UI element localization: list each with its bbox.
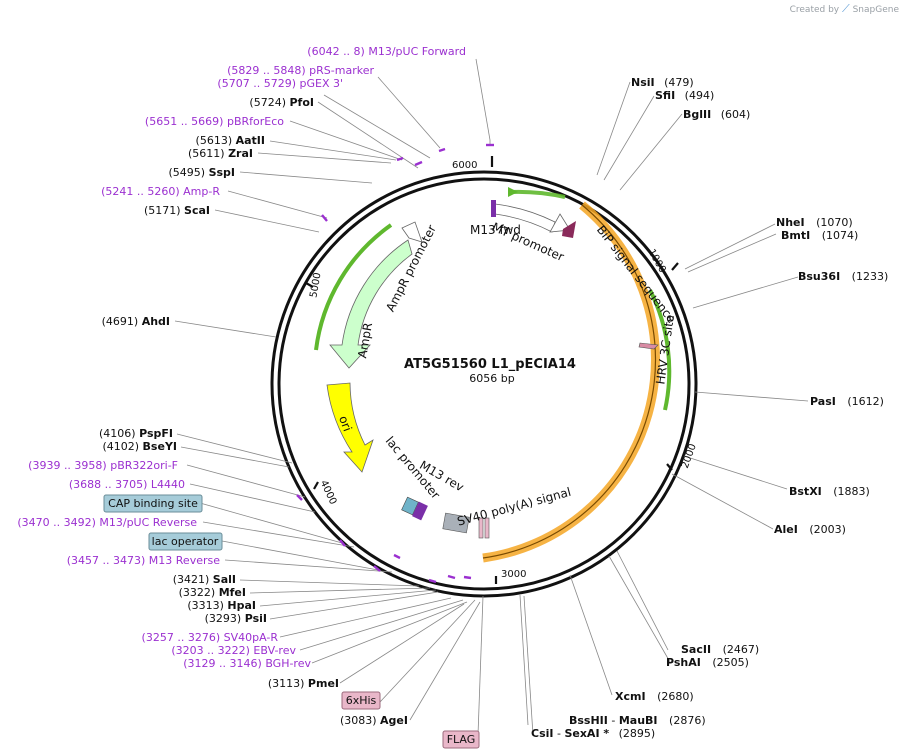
site-bsshii-maubi: BssHII - MauBI (2876) bbox=[569, 714, 706, 727]
site-sali: (3421) SalI bbox=[173, 573, 236, 586]
ori-arrow bbox=[326, 382, 374, 473]
primer-prs-marker: (5829 .. 5848) pRS-marker bbox=[227, 64, 374, 77]
snapgene-credit: Created by ⟋ SnapGene bbox=[790, 2, 899, 16]
site-csii-sexai: CsiI - SexAI * (2895) bbox=[531, 727, 655, 740]
snapgene-logo-icon: ⟋ bbox=[842, 2, 850, 15]
boxed-labels: CAP binding site lac operator 6xHis FLAG bbox=[103, 494, 480, 749]
primer-labels: (6042 .. 8) M13/pUC Forward (5829 .. 584… bbox=[17, 45, 466, 670]
plasmid-length: 6056 bp bbox=[469, 372, 514, 385]
site-pshai: PshAI (2505) bbox=[666, 656, 749, 669]
box-lac-operator: lac operator bbox=[152, 535, 219, 548]
primer-m13-reverse: (3457 .. 3473) M13 Reverse bbox=[67, 554, 220, 567]
tick-label-6000: 6000 bbox=[452, 160, 477, 171]
tick-label-3000: 3000 bbox=[501, 569, 526, 580]
arc-arrow-icon bbox=[508, 187, 518, 197]
hrv-mark bbox=[638, 342, 659, 350]
box-cap-binding-site: CAP binding site bbox=[108, 497, 198, 510]
site-pspfi: (4106) PspFI bbox=[99, 427, 173, 440]
feature-label-sv40: SV40 poly(A) signal bbox=[456, 485, 573, 529]
site-psii: (3293) PsiI bbox=[205, 612, 267, 625]
site-hpai: (3313) HpaI bbox=[187, 599, 256, 612]
tick-label-4000: 4000 bbox=[318, 479, 339, 507]
site-ahdi: (4691) AhdI bbox=[102, 315, 170, 328]
site-alei: AleI (2003) bbox=[774, 523, 846, 536]
site-agei: (3083) AgeI bbox=[340, 714, 408, 727]
box-6xhis: 6xHis bbox=[346, 694, 377, 707]
feature-label-m13-fwd: M13 fwd bbox=[470, 223, 521, 237]
feature-label-ori: ori bbox=[336, 414, 354, 433]
site-labels-right: NsiI (479) SfiI (494) BglII (604) NheI (… bbox=[531, 76, 888, 740]
credit-brand: SnapGene bbox=[852, 5, 899, 15]
sv40-block bbox=[442, 512, 470, 534]
primer-bgh-rev: (3129 .. 3146) BGH-rev bbox=[183, 657, 311, 670]
plasmid-name: AT5G51560 L1_pECIA14 bbox=[404, 357, 576, 372]
site-zrai: (5611) ZraI bbox=[188, 147, 253, 160]
credit-prefix: Created by bbox=[789, 5, 840, 15]
tick-label-5000: 5000 bbox=[308, 272, 323, 299]
site-mfei: (3322) MfeI bbox=[179, 586, 246, 599]
site-nhei: NheI (1070) bbox=[776, 216, 853, 229]
site-bglii: BglII (604) bbox=[683, 108, 750, 121]
primer-m13-puc-forward: (6042 .. 8) M13/pUC Forward bbox=[307, 45, 466, 58]
site-sfii: SfiI (494) bbox=[655, 89, 714, 102]
backbone bbox=[270, 170, 698, 598]
feature-label-ampr: AmpR bbox=[355, 321, 375, 359]
bip-mark bbox=[562, 221, 576, 238]
site-bmti: BmtI (1074) bbox=[781, 229, 858, 242]
site-labels-left: (5724) PfoI (5613) AatII (5611) ZraI (54… bbox=[99, 96, 408, 727]
site-pfoi: (5724) PfoI bbox=[249, 96, 314, 109]
site-bsu36i: Bsu36I (1233) bbox=[798, 270, 888, 283]
box-flag: FLAG bbox=[447, 733, 476, 746]
primer-pbrforeco: (5651 .. 5669) pBRforEco bbox=[145, 115, 284, 128]
site-aatii: (5613) AatII bbox=[196, 134, 265, 147]
primer-pgex-3: (5707 .. 5729) pGEX 3' bbox=[217, 77, 343, 90]
ampr-arrow bbox=[329, 239, 413, 369]
site-sspi: (5495) SspI bbox=[168, 166, 235, 179]
primer-m13-puc-reverse: (3470 .. 3492) M13/pUC Reverse bbox=[17, 516, 197, 529]
primer-ebv-rev: (3203 .. 3222) EBV-rev bbox=[171, 644, 296, 657]
site-nsii: NsiI (479) bbox=[631, 76, 694, 89]
feature-arcs bbox=[296, 143, 679, 584]
primer-l4440: (3688 .. 3705) L4440 bbox=[69, 478, 185, 491]
site-xcmi: XcmI (2680) bbox=[615, 690, 694, 703]
m13-fwd-mark bbox=[491, 200, 496, 217]
site-scai: (5171) ScaI bbox=[144, 204, 210, 217]
primer-amp-r: (5241 .. 5260) Amp-R bbox=[101, 185, 220, 198]
site-bstxi: BstXI (1883) bbox=[789, 485, 870, 498]
site-sacii: SacII (2467) bbox=[681, 643, 759, 656]
primer-sv40pa-r: (3257 .. 3276) SV40pA-R bbox=[142, 631, 279, 644]
site-pmei: (3113) PmeI bbox=[268, 677, 339, 690]
tick-label-2000: 2000 bbox=[680, 442, 699, 470]
site-pasi: PasI (1612) bbox=[810, 395, 884, 408]
leader-lines bbox=[174, 58, 809, 736]
site-bseyi: (4102) BseYI bbox=[102, 440, 177, 453]
primer-pbr322ori-f: (3939 .. 3958) pBR322ori-F bbox=[28, 459, 178, 472]
